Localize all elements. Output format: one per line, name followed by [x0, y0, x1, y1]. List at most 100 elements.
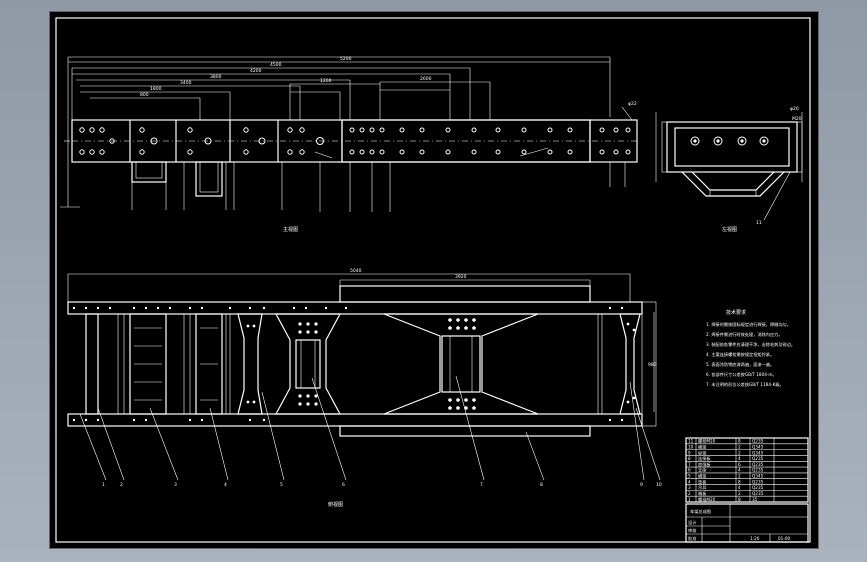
- parts-table-cell: 8: [688, 456, 691, 461]
- side-view-label: 左视图: [722, 226, 737, 233]
- parts-table-cell: 5: [688, 474, 691, 479]
- parts-table-cell: Q235: [752, 479, 764, 484]
- parts-table-cell: 加强板: [698, 461, 711, 468]
- top-rail-lower: [67, 413, 643, 427]
- parts-table-cell: 2: [738, 450, 741, 455]
- part-label-2: 2: [120, 482, 123, 488]
- svg-text:11: 11: [756, 220, 762, 226]
- parts-table-cell: 4: [738, 456, 741, 461]
- front-view: 5200 4500 4200 3800 3400 2600 1800 1200 …: [60, 56, 638, 233]
- part-label-5: 5: [280, 482, 283, 488]
- drawing-number: 01-00: [778, 536, 791, 541]
- parts-table-cell: 2: [738, 491, 741, 496]
- dim-d8: 800: [140, 92, 149, 98]
- part-label-8: 8: [540, 482, 543, 488]
- parts-table-cell: Q235: [752, 485, 764, 490]
- tech-requirements: 技术要求 1. 焊接时需按国标规定进行焊接，焊缝均匀。 2. 焊接件需进行时效处…: [706, 309, 795, 388]
- svg-text:φ22: φ22: [628, 101, 637, 107]
- tech-req-line-1: 1. 焊接时需按国标规定进行焊接，焊缝均匀。: [706, 321, 791, 328]
- dim-top-length: 5040: [350, 268, 362, 274]
- tech-req-line-6: 6. 各部件尺寸公差按GB/T 1804-m。: [706, 371, 777, 378]
- parts-table-cell: 2: [738, 444, 741, 449]
- parts-table-cell: 连接板: [698, 455, 711, 462]
- scale-value: 1:20: [750, 536, 760, 541]
- side-view: 11 φ20 M20 左视图: [655, 106, 803, 233]
- part-label-10: 10: [656, 482, 662, 488]
- dim-d7: 1200: [320, 78, 332, 84]
- part-leaders: [79, 375, 661, 481]
- parts-table-cell: 8: [738, 497, 741, 502]
- parts-table-cell: 吊耳: [698, 485, 706, 491]
- svg-text:φ20: φ20: [790, 106, 799, 112]
- parts-table-cell: 螺栓M20: [698, 438, 716, 445]
- parts-table-cell: Q235: [752, 468, 764, 473]
- cad-drawing-viewport[interactable]: 5200 4500 4200 3800 3400 2600 1800 1200 …: [50, 12, 818, 548]
- parts-table-cell: Q345: [752, 450, 764, 455]
- parts-table-cell: 4: [688, 479, 691, 484]
- tech-req-line-4: 4. 主要连接螺栓需按规定扭矩拧紧。: [706, 351, 774, 358]
- parts-table-cell: 11: [688, 439, 694, 444]
- part-label-6: 6: [342, 482, 345, 488]
- part-label-1: 1: [102, 482, 105, 488]
- parts-table-cell: 支座: [698, 467, 706, 474]
- parts-table-cell: 横梁: [698, 443, 707, 450]
- parts-table-cell: 横梁: [698, 473, 707, 480]
- parts-table-cell: 35: [752, 497, 758, 502]
- parts-table-cell: Q235: [752, 491, 764, 496]
- parts-table-cell: 7: [688, 462, 691, 467]
- top-view: 5040 3920 980: [67, 268, 662, 508]
- dim-overall: 5200: [340, 56, 352, 62]
- checker-label: 审核: [688, 527, 697, 534]
- part-label-4: 4: [224, 482, 227, 488]
- dim-d4: 3400: [180, 80, 192, 86]
- parts-table-cell: Q235: [752, 439, 764, 444]
- parts-table-cell: Q345: [752, 474, 764, 479]
- dim-d6: 1800: [150, 86, 162, 92]
- tech-req-line-7: 7. 未注明的形位公差按GB/T 1184-K级。: [706, 381, 784, 388]
- parts-table-cell: 螺母M20: [698, 496, 716, 503]
- part-label-3: 3: [174, 482, 177, 488]
- parts-table-cell: 8: [738, 479, 741, 484]
- tech-req-line-3: 3. 装配前各零件应清理干净，去除毛刺及锐边。: [706, 341, 795, 348]
- parts-table-cell: 4: [738, 468, 741, 473]
- part-label-9: 9: [640, 482, 643, 488]
- front-view-label: 主视图: [283, 226, 298, 233]
- tech-req-line-5: 5. 表面涂防锈底漆两遍，面漆一遍。: [706, 361, 774, 368]
- parts-table-cell: 2: [688, 491, 691, 496]
- title-block: 车架总成图 设计 审核 批准 1:20 01-00: [685, 503, 809, 543]
- side-cross-section: [666, 121, 798, 173]
- approver-label: 批准: [688, 535, 696, 542]
- rail-bolts: [72, 306, 624, 422]
- dim-d5: 2600: [420, 76, 432, 82]
- parts-table-cell: 2: [738, 474, 741, 479]
- dim-d2: 4200: [250, 68, 262, 74]
- parts-table-cell: 8: [738, 439, 741, 444]
- title-text: 车架总成图: [690, 508, 711, 515]
- parts-table-cell: Q235: [752, 462, 764, 467]
- front-view-dimensions: 5200 4500 4200 3800 3400 2600 1800 1200 …: [67, 56, 611, 207]
- parts-table-cell: 垫板: [698, 478, 707, 485]
- front-view-holes: [79, 127, 631, 155]
- parts-table-cell: 1: [688, 497, 691, 502]
- dim-d1: 4500: [270, 62, 282, 68]
- dim-top-inner: 3920: [455, 274, 467, 280]
- parts-table-cell: 6: [738, 462, 741, 467]
- parts-table-cell: Q235: [752, 456, 764, 461]
- designer-label: 设计: [688, 519, 696, 526]
- sheet-border: [55, 17, 811, 543]
- dim-top-height: 980: [648, 362, 657, 368]
- svg-text:M20: M20: [792, 116, 802, 122]
- part-label-7: 7: [480, 482, 483, 488]
- tech-req-line-2: 2. 焊接件需进行时效处理，消除内应力。: [706, 331, 783, 338]
- part-numbers: 1 2 3 4 5 6 7 8 9 10: [102, 482, 662, 488]
- drawing-sheet: 5200 4500 4200 3800 3400 2600 1800 1200 …: [55, 17, 811, 543]
- dim-d3: 3800: [210, 74, 222, 80]
- parts-table-cell: 端板: [698, 490, 707, 497]
- parts-table-cell: 6: [688, 468, 691, 473]
- top-view-label: 俯视图: [328, 501, 343, 508]
- parts-table-cell: Q345: [752, 444, 764, 449]
- tech-req-title: 技术要求: [726, 309, 746, 316]
- parts-table-cell: 纵梁: [698, 449, 707, 456]
- parts-table-cell: 9: [688, 450, 691, 455]
